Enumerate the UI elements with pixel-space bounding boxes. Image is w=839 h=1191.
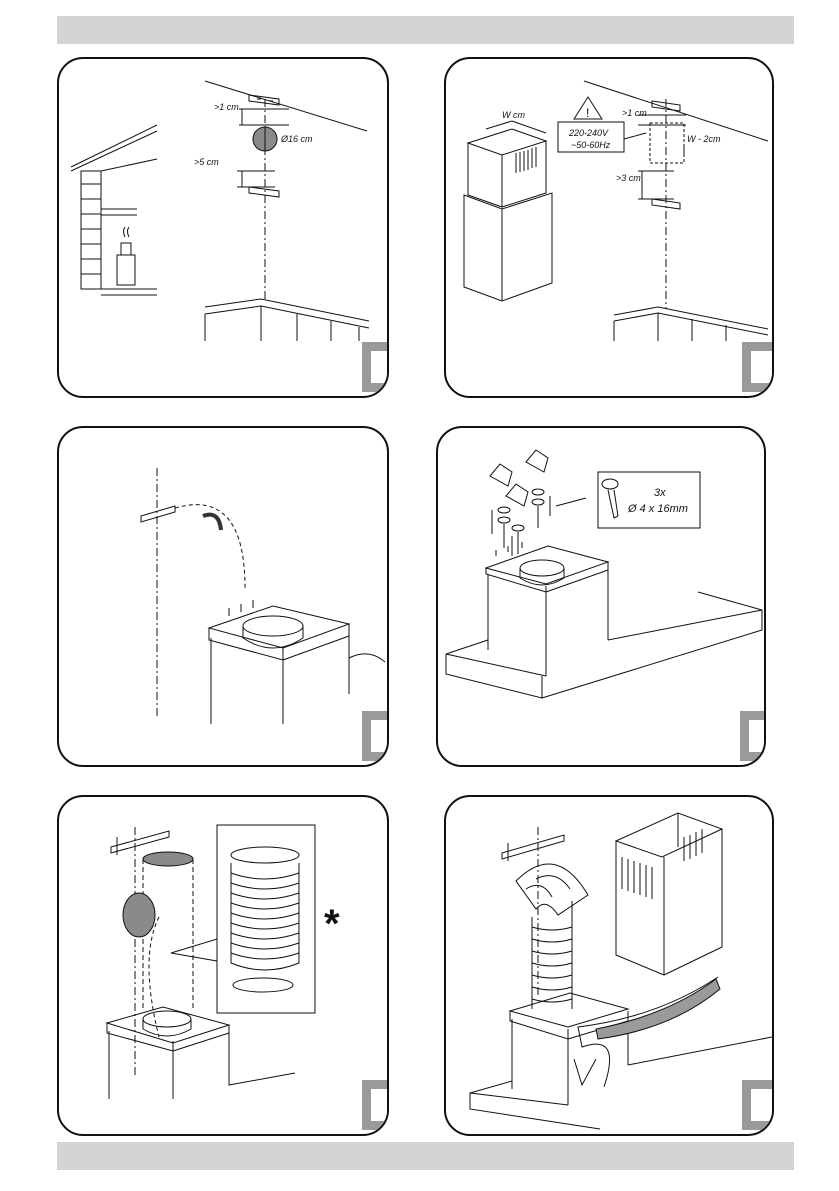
illustration-ceiling-clearance — [59, 59, 387, 396]
panel-step-6 — [444, 795, 774, 1136]
warning-icon: ! — [586, 106, 589, 120]
label-screw-count: 3x — [654, 487, 666, 499]
label-gap-mid: >5 cm — [194, 157, 219, 167]
panel-step-4: 3x Ø 4 x 16mm — [436, 426, 766, 767]
label-width-minus: W - 2cm — [687, 134, 721, 144]
label-screw-size: Ø 4 x 16mm — [628, 503, 688, 515]
panel-step-5: * — [57, 795, 389, 1136]
step-number-box — [362, 342, 387, 392]
label-width: W cm — [502, 110, 525, 120]
step-number-box — [362, 1080, 387, 1130]
step-number-box — [742, 342, 772, 392]
label-diameter: Ø16 cm — [281, 134, 313, 144]
illustration-chimney-fitting — [446, 797, 772, 1134]
header-bar — [57, 16, 794, 44]
step-number-box — [362, 711, 387, 761]
footer-bar — [57, 1142, 794, 1170]
step-number-box — [740, 711, 764, 761]
label-frequency: ~50-60Hz — [571, 140, 611, 150]
panel-step-1: >1 cm Ø16 cm >5 cm — [57, 57, 389, 398]
step-number-box — [742, 1080, 772, 1130]
label-gap-mid: >3 cm — [616, 173, 641, 183]
label-voltage: 220-240V — [569, 128, 609, 138]
illustration-hook-hood — [59, 428, 387, 765]
illustration-flexible-duct — [59, 797, 387, 1134]
illustration-chimney-size: ! — [446, 59, 772, 396]
label-gap-top: >1 cm — [622, 108, 647, 118]
note-asterisk: * — [324, 902, 340, 946]
illustration-screw-fixing — [438, 428, 764, 765]
panel-step-2: ! W cm 220-240V ~50-60Hz >1 cm W - 2cm >… — [444, 57, 774, 398]
panel-step-3 — [57, 426, 389, 767]
label-gap-top: >1 cm — [214, 102, 239, 112]
